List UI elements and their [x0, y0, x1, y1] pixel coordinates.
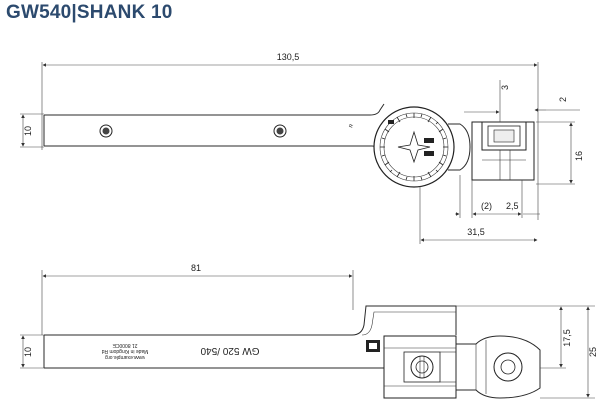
- shank-outline: [44, 103, 389, 159]
- dim-label-16: 16: [574, 151, 584, 161]
- dim-label-length: 130,5: [277, 52, 300, 62]
- dim-label-81: 81: [191, 263, 201, 273]
- dim-label-31-5: 31,5: [467, 227, 485, 237]
- head-assembly-side: [383, 335, 457, 399]
- bottom-view: 81 10 GW 520 /540 21 8000CE Made in King…: [20, 263, 598, 399]
- dim-label-width: 10: [23, 126, 33, 136]
- dim-label-25: 25: [588, 347, 598, 357]
- shank-side-outline: [44, 305, 457, 369]
- dim-label-2-5: 2,5: [506, 201, 519, 211]
- shank-hole-2: [273, 124, 287, 138]
- head-marking: R: [348, 123, 355, 129]
- angle-disc: [373, 106, 455, 188]
- dim-label-paren-2: (2): [481, 201, 492, 211]
- logo-mark: [366, 340, 380, 352]
- dim-label-2: 2: [558, 97, 568, 102]
- dim-label-3: 3: [500, 85, 510, 90]
- small-text-2: Made in Kingdom Rd: [101, 348, 148, 354]
- dim-label-10: 10: [23, 347, 33, 357]
- engraving-text: GW 520 /540: [200, 345, 259, 356]
- clamp-ring-side: [455, 335, 541, 399]
- dim-label-17-5: 17,5: [562, 329, 572, 347]
- clamp-block: [471, 121, 535, 181]
- head-housing: [448, 123, 471, 171]
- small-text-1: 21 8000CE: [112, 342, 138, 348]
- top-view: 130,5 10 R: [20, 52, 584, 244]
- small-text-3: www.example.org: [105, 354, 145, 360]
- page-title: GW540|SHANK 10: [6, 2, 173, 23]
- shank-side-inner: [361, 311, 456, 336]
- shank-hole-1: [99, 124, 113, 138]
